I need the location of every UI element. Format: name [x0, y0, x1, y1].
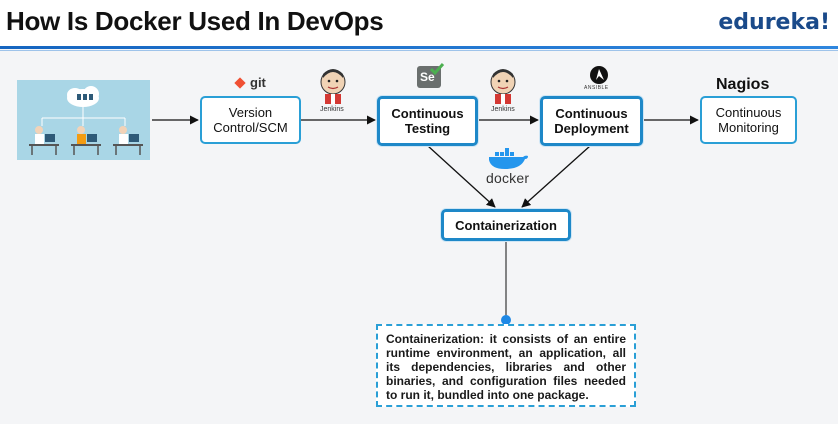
containerization-note: Containerization: it consists of an enti… — [376, 324, 636, 407]
stage-monitoring-line2: Monitoring — [718, 120, 779, 135]
stage-deployment-line2: Deployment — [554, 121, 629, 136]
jenkins-label-1: Jenkins — [320, 106, 344, 113]
stage-vcs-line1: Version — [228, 105, 273, 120]
checkmark-icon — [429, 63, 445, 76]
cloud-icon — [67, 86, 99, 107]
git-icon: git — [233, 75, 266, 90]
nagios-logo: Nagios — [716, 76, 770, 93]
stage-version-control: Version Control/SCM — [200, 96, 301, 144]
stage-continuous-deployment: Continuous Deployment — [540, 96, 643, 146]
git-label: git — [250, 75, 266, 90]
jenkins-icon-2 — [490, 69, 516, 104]
header: How Is Docker Used In DevOps edureka! — [0, 0, 838, 46]
developer-figure-2 — [71, 126, 101, 155]
stage-containerization-label: Containerization — [455, 217, 557, 233]
developer-figure-1 — [29, 126, 59, 155]
docker-whale-icon — [489, 148, 528, 169]
stage-monitoring-line1: Continuous — [715, 105, 782, 120]
jenkins-icon — [320, 69, 346, 104]
ansible-label: ANSIBLE — [584, 85, 609, 91]
brand-logo: edureka! — [718, 10, 830, 35]
stage-continuous-testing: Continuous Testing — [377, 96, 478, 146]
arrow-testing-to-containerization — [427, 145, 496, 208]
arrow-deployment-to-containerization — [521, 145, 591, 208]
header-rule — [0, 46, 838, 49]
selenium-icon: Se — [417, 63, 445, 88]
docker-label: docker — [486, 170, 530, 186]
stage-vcs-line2: Control/SCM — [213, 120, 288, 135]
stage-testing-line1: Continuous — [391, 106, 464, 121]
stage-containerization: Containerization — [441, 209, 571, 241]
callout-dot — [501, 315, 511, 325]
stage-continuous-monitoring: Continuous Monitoring — [700, 96, 797, 144]
header-rule-thin — [0, 50, 838, 51]
jenkins-label-2: Jenkins — [491, 106, 515, 113]
stage-deployment-line1: Continuous — [555, 106, 628, 121]
git-diamond-icon — [234, 76, 246, 89]
selenium-label: Se — [420, 70, 435, 84]
page-title: How Is Docker Used In DevOps — [6, 6, 384, 36]
developer-team-illustration — [17, 80, 150, 160]
ansible-icon — [590, 66, 608, 84]
developer-figure-3 — [113, 126, 143, 155]
stage-testing-line2: Testing — [404, 121, 451, 136]
